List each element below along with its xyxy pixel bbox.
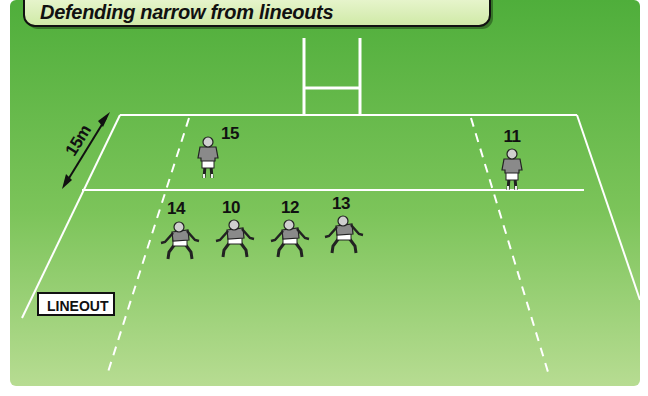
callout-number: 10	[222, 199, 240, 216]
callout-number: 11	[504, 128, 521, 145]
box-label: LINEOUT	[47, 299, 105, 313]
player-figure	[216, 220, 254, 257]
diagram-title: Defending narrow from lineouts	[40, 2, 333, 22]
player-figure	[161, 222, 199, 259]
callout-number: 15	[221, 125, 239, 142]
grass-field	[10, 0, 640, 386]
dimension-arrow	[62, 112, 110, 189]
player-figure	[198, 137, 218, 178]
player-figure	[271, 220, 309, 257]
callout-number: 13	[332, 195, 350, 212]
callout-number: 12	[281, 199, 299, 216]
title-banner	[24, 0, 490, 26]
player-figure	[325, 216, 363, 253]
callout-number: 14	[167, 200, 185, 217]
player-figure	[502, 149, 522, 190]
lineout-box: LINEOUT	[37, 292, 115, 316]
pitch-lines	[22, 38, 640, 372]
